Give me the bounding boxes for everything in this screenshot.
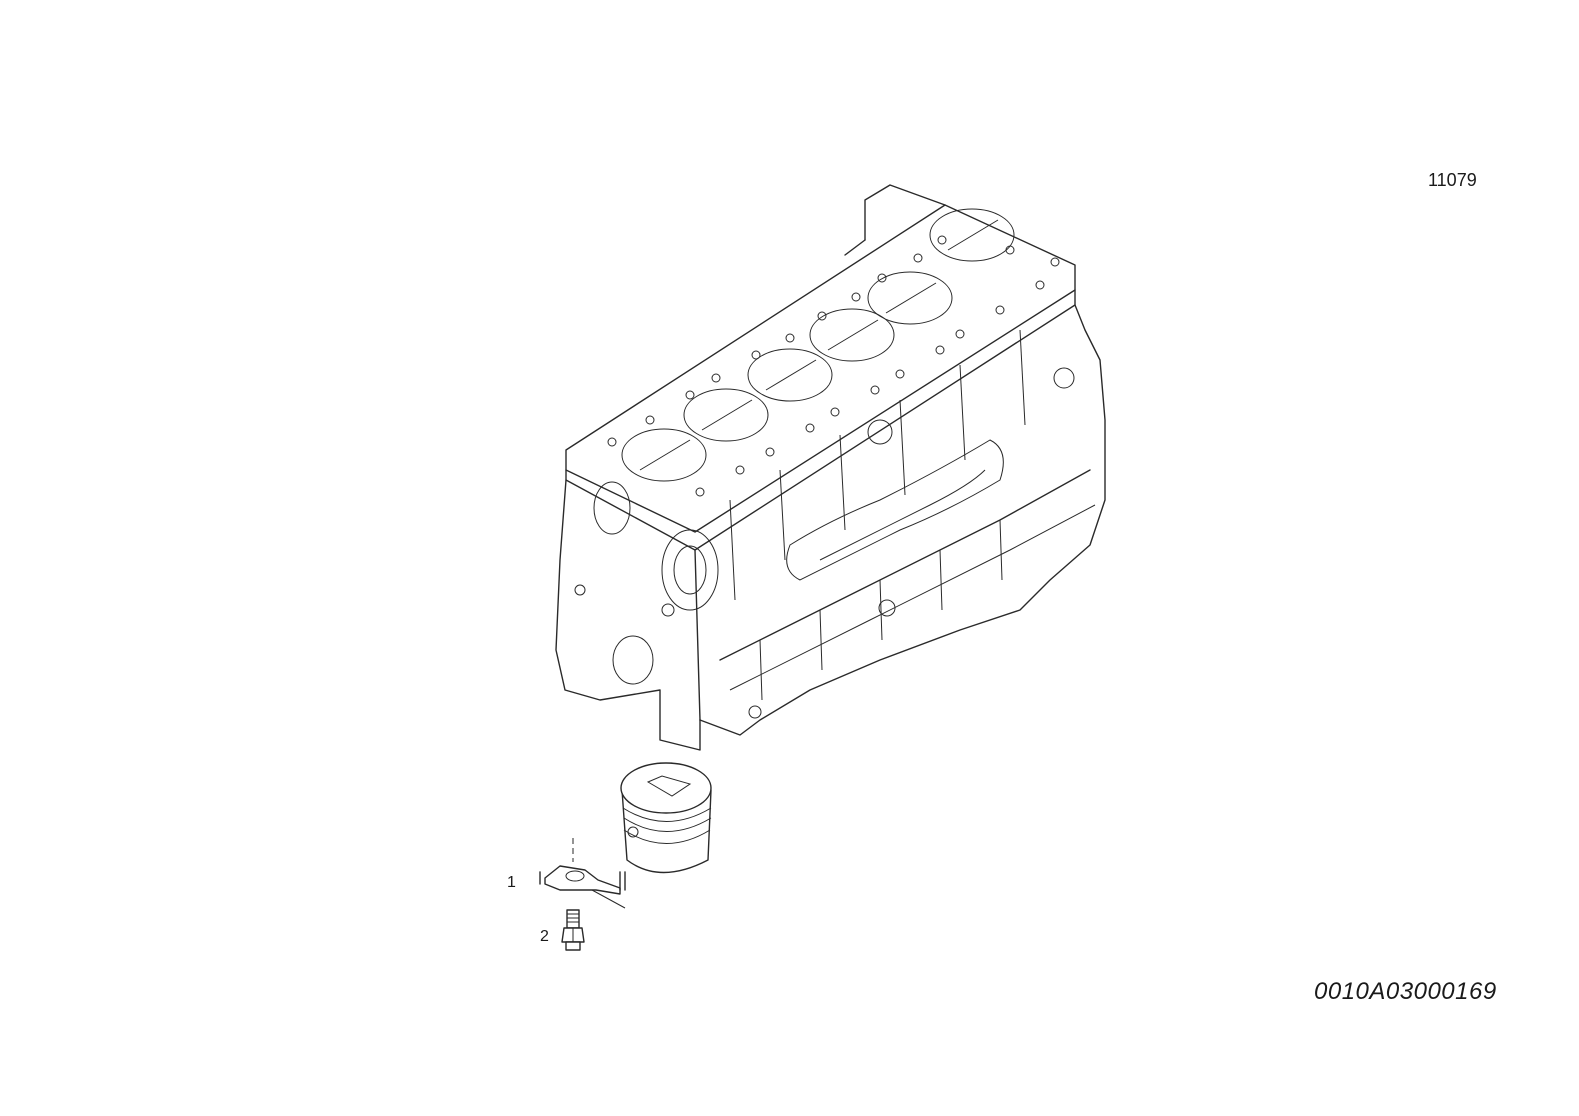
banjo-bolt: [561, 909, 585, 951]
callout-label-2: 2: [540, 928, 549, 945]
reference-number: 11079: [1428, 170, 1477, 190]
callout-label-1: 1: [507, 874, 516, 891]
oil-jet-nozzle: [539, 838, 626, 909]
drawing-code: 0010A03000169: [1314, 978, 1497, 1005]
piston: [620, 762, 712, 874]
engine-block: [555, 184, 1106, 751]
